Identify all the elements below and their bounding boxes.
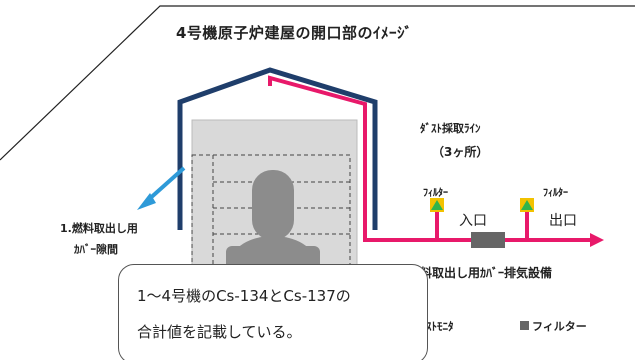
fuel-cover-outline (177, 67, 378, 230)
cover-gap-label-line1: 1.燃料取出し用 (60, 222, 138, 235)
dust-monitor-1 (430, 198, 444, 212)
dust-monitor-2 (520, 198, 534, 212)
note-line-1: 1～4号機のCs-134とCs-137の (137, 287, 351, 305)
note-line-2: 合計値を記載している。 (137, 323, 302, 341)
cover-gap-arrowhead (137, 193, 156, 210)
diagram-title: 4号機原子炉建屋の開口部のｲﾒｰｼﾞ (176, 24, 413, 42)
inlet-label: 入口 (459, 213, 487, 229)
exhaust-facility-label: 燃料取出し用ｶﾊﾞｰ排気設備 (408, 266, 553, 280)
filter-label-outlet: ﾌｨﾙﾀｰ (543, 188, 568, 199)
exhaust-duct-line (268, 75, 592, 242)
dust-sampling-line-label: ﾀﾞｽﾄ採取ﾗｲﾝ (420, 122, 481, 135)
note-callout: 1～4号機のCs-134とCs-137の 合計値を記載している。 (118, 264, 428, 360)
exhaust-filter-box (471, 232, 505, 248)
frame-top-line (0, 5, 635, 161)
cover-gap-label-line2: ｶﾊﾞｰ隙間 (74, 243, 118, 256)
filter-label-inlet: ﾌｨﾙﾀｰ (423, 188, 448, 199)
outlet-label: 出口 (549, 213, 577, 229)
legend-filter-label: フィルター (532, 320, 587, 333)
cover-gap-arrow (145, 166, 186, 203)
dust-sampling-count-label: （3ヶ所） (432, 145, 489, 159)
legend-filter-icon (520, 321, 529, 330)
exhaust-arrowhead (590, 233, 604, 247)
